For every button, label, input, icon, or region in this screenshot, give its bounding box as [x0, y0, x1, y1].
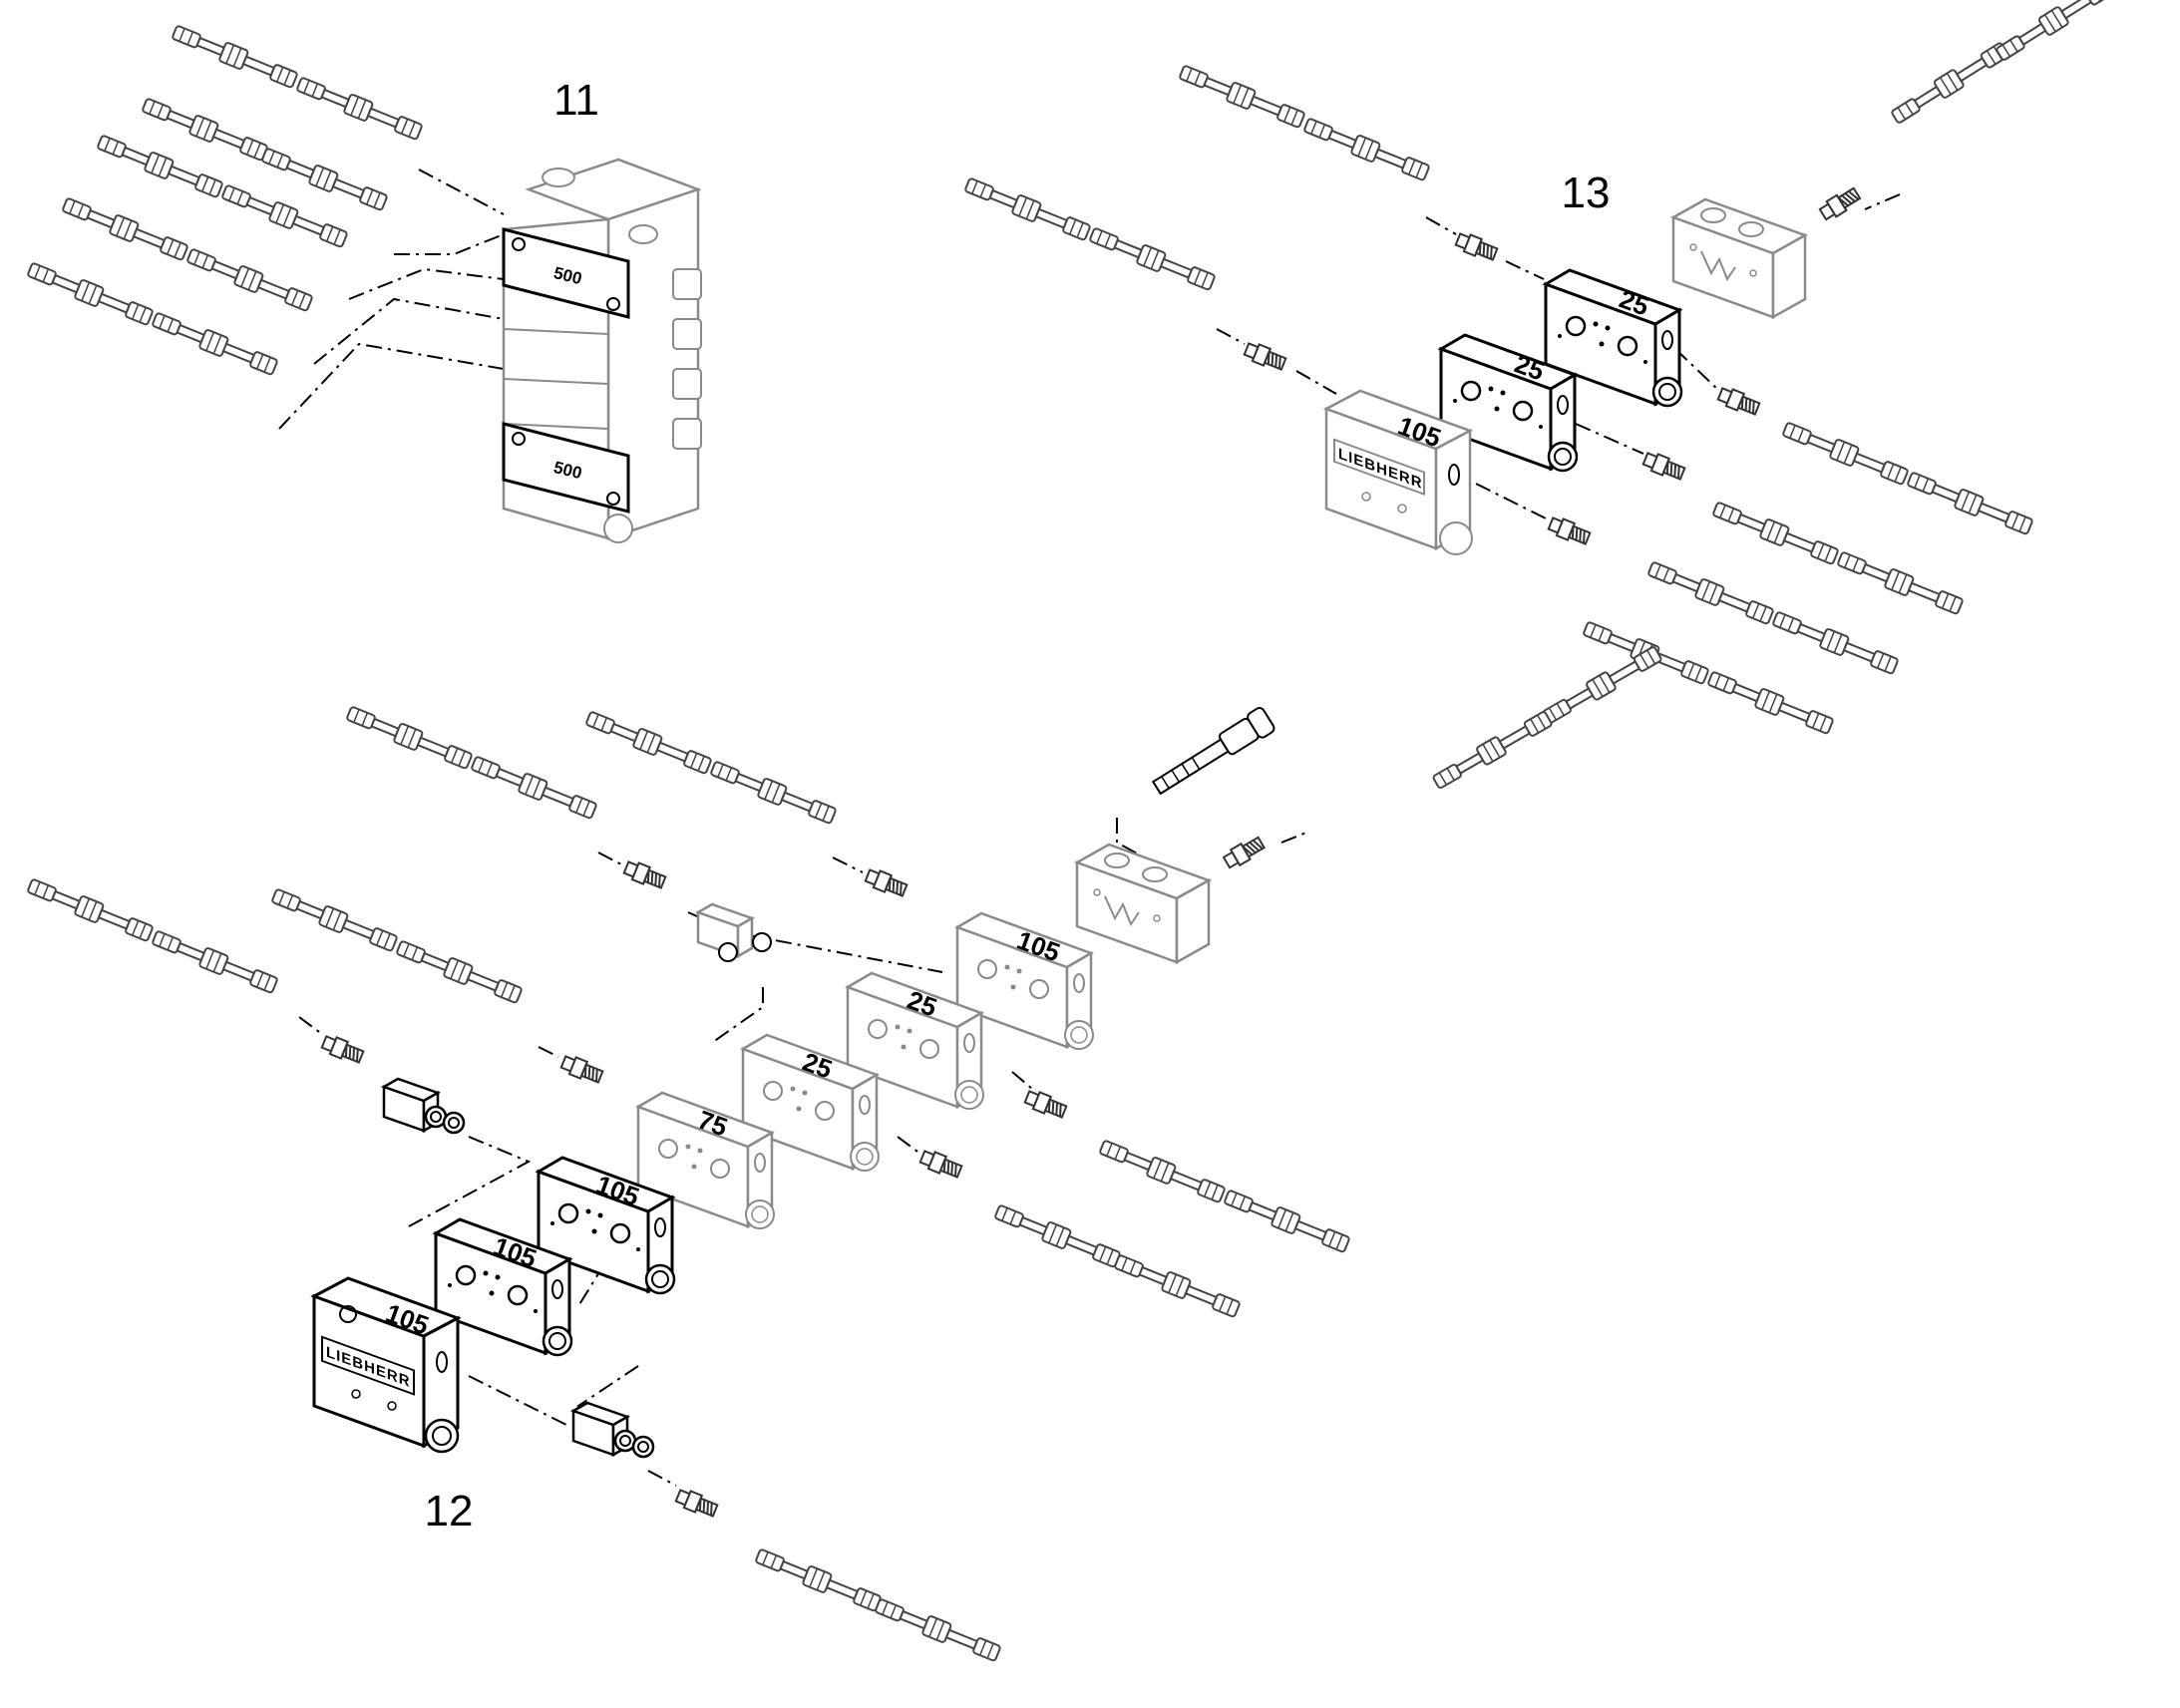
distributor-stack: 500 500 [502, 158, 702, 543]
g12-connector-upper [382, 1077, 466, 1135]
group-12: 105 25 25 75 105 [25, 643, 1664, 1664]
g12-block-105-dark-c: 105 LIEBHERR [310, 1276, 462, 1454]
group-13: 25 25 105 LIEBHERR 13 [962, 0, 2116, 737]
group-13-leader-lines [1216, 193, 1901, 519]
group-11-leader-lines [278, 169, 505, 430]
g13-manifold [1671, 197, 1807, 319]
distributor-block-bottom: 500 [502, 422, 630, 513]
distributor-block-top: 500 [502, 227, 630, 319]
callout-11: 11 [553, 76, 599, 125]
g12-manifold [1075, 843, 1211, 964]
g13-block-105-front: 105 LIEBHERR [1322, 389, 1474, 555]
g12-connector-lower [571, 1401, 655, 1459]
callout-12: 12 [425, 1487, 474, 1536]
g12-bolt [1151, 707, 1275, 796]
callout-13: 13 [1562, 169, 1611, 217]
g12-connector-light [695, 902, 772, 962]
group-11: 500 500 11 [25, 21, 702, 543]
